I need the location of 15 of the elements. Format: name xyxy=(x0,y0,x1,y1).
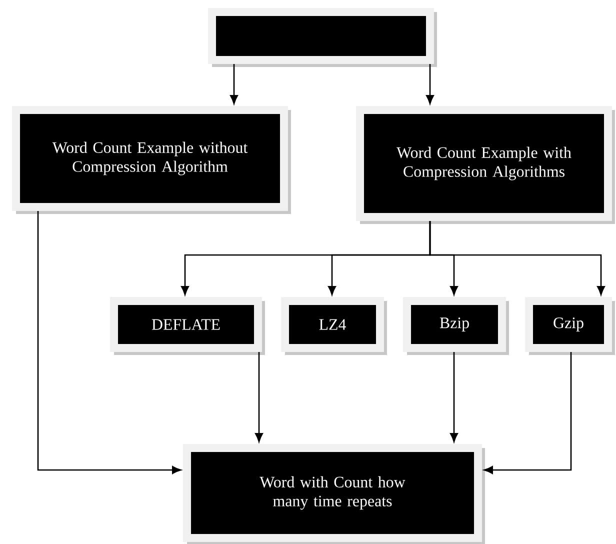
arrow xyxy=(426,64,434,104)
arrow xyxy=(230,64,238,104)
arrow xyxy=(255,352,263,442)
process-box: Word with Count how many time repeats xyxy=(183,444,485,544)
process-box: Word Count Example with Compression Algorithms xyxy=(356,106,615,224)
process-box: LZ4 xyxy=(281,296,387,355)
process-box: Bzip xyxy=(403,296,509,355)
arrow xyxy=(429,221,605,296)
arrow xyxy=(484,352,572,474)
process-box: DEFLATE xyxy=(110,296,265,355)
process-box xyxy=(208,8,437,67)
arrow xyxy=(450,352,458,442)
process-box: Gzip xyxy=(525,296,615,355)
process-box: Word Count Example without Compression Algorithm xyxy=(12,106,291,214)
arrow xyxy=(37,210,182,474)
